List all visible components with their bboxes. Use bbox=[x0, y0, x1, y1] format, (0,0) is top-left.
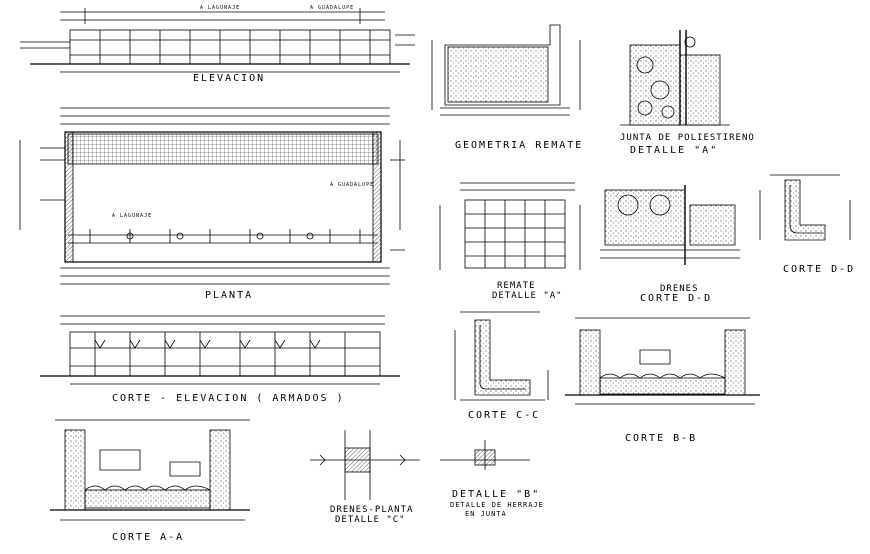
title-corte-bb: CORTE B-B bbox=[625, 433, 698, 444]
note-a-guadalupe-top: A GUADALUPE bbox=[310, 5, 355, 11]
title-remate: REMATE bbox=[497, 281, 536, 291]
title-planta: PLANTA bbox=[205, 290, 254, 301]
remate-detail-drawing bbox=[439, 182, 581, 270]
section-elevation-drawing bbox=[40, 315, 400, 385]
title-en-junta: EN JUNTA bbox=[465, 510, 507, 518]
title-detalle-c: DETALLE "C" bbox=[335, 515, 406, 525]
title-elevacion: ELEVACION bbox=[193, 73, 266, 84]
title-corte-dd-right: CORTE D-D bbox=[783, 264, 856, 275]
title-detalle-herraje: DETALLE DE HERRAJE bbox=[450, 501, 544, 509]
title-drenes-planta: DRENES-PLANTA bbox=[330, 505, 414, 515]
section-bb-drawing bbox=[565, 317, 760, 405]
drains-section-drawing bbox=[600, 185, 740, 265]
geometry-remate-drawing bbox=[431, 24, 581, 116]
note-a-guadalupe-plan: A GUADALUPE bbox=[330, 182, 375, 188]
section-cc-drawing bbox=[454, 311, 549, 401]
title-corte-cc: CORTE C-C bbox=[468, 410, 541, 421]
title-geometria-remate: GEOMETRIA REMATE bbox=[455, 140, 584, 151]
joint-detail-drawing bbox=[620, 30, 730, 126]
section-aa-drawing bbox=[50, 419, 250, 521]
title-detalle-a-top: DETALLE "A" bbox=[630, 145, 719, 156]
detail-b-drawing bbox=[440, 440, 530, 470]
title-junta-poliestireno: JUNTA DE POLIESTIRENO bbox=[620, 133, 755, 143]
title-corte-dd-mid: CORTE D-D bbox=[640, 293, 713, 304]
drains-plan-drawing bbox=[310, 430, 420, 500]
title-corte-aa: CORTE A-A bbox=[112, 532, 185, 543]
note-a-lagunaje-top: A LAGUNAJE bbox=[200, 5, 241, 11]
title-detalle-b: DETALLE "B" bbox=[452, 489, 541, 500]
section-dd-right-drawing bbox=[759, 174, 851, 241]
title-corte-elevacion: CORTE - ELEVACION ( ARMADOS ) bbox=[112, 393, 345, 404]
title-drenes: DRENES bbox=[660, 284, 699, 294]
elevation-drawing bbox=[20, 8, 415, 73]
title-detalle-a-mid: DETALLE "A" bbox=[492, 291, 563, 301]
note-a-lagunaje-plan: A LAGUNAJE bbox=[112, 213, 153, 219]
plan-drawing bbox=[19, 107, 405, 285]
